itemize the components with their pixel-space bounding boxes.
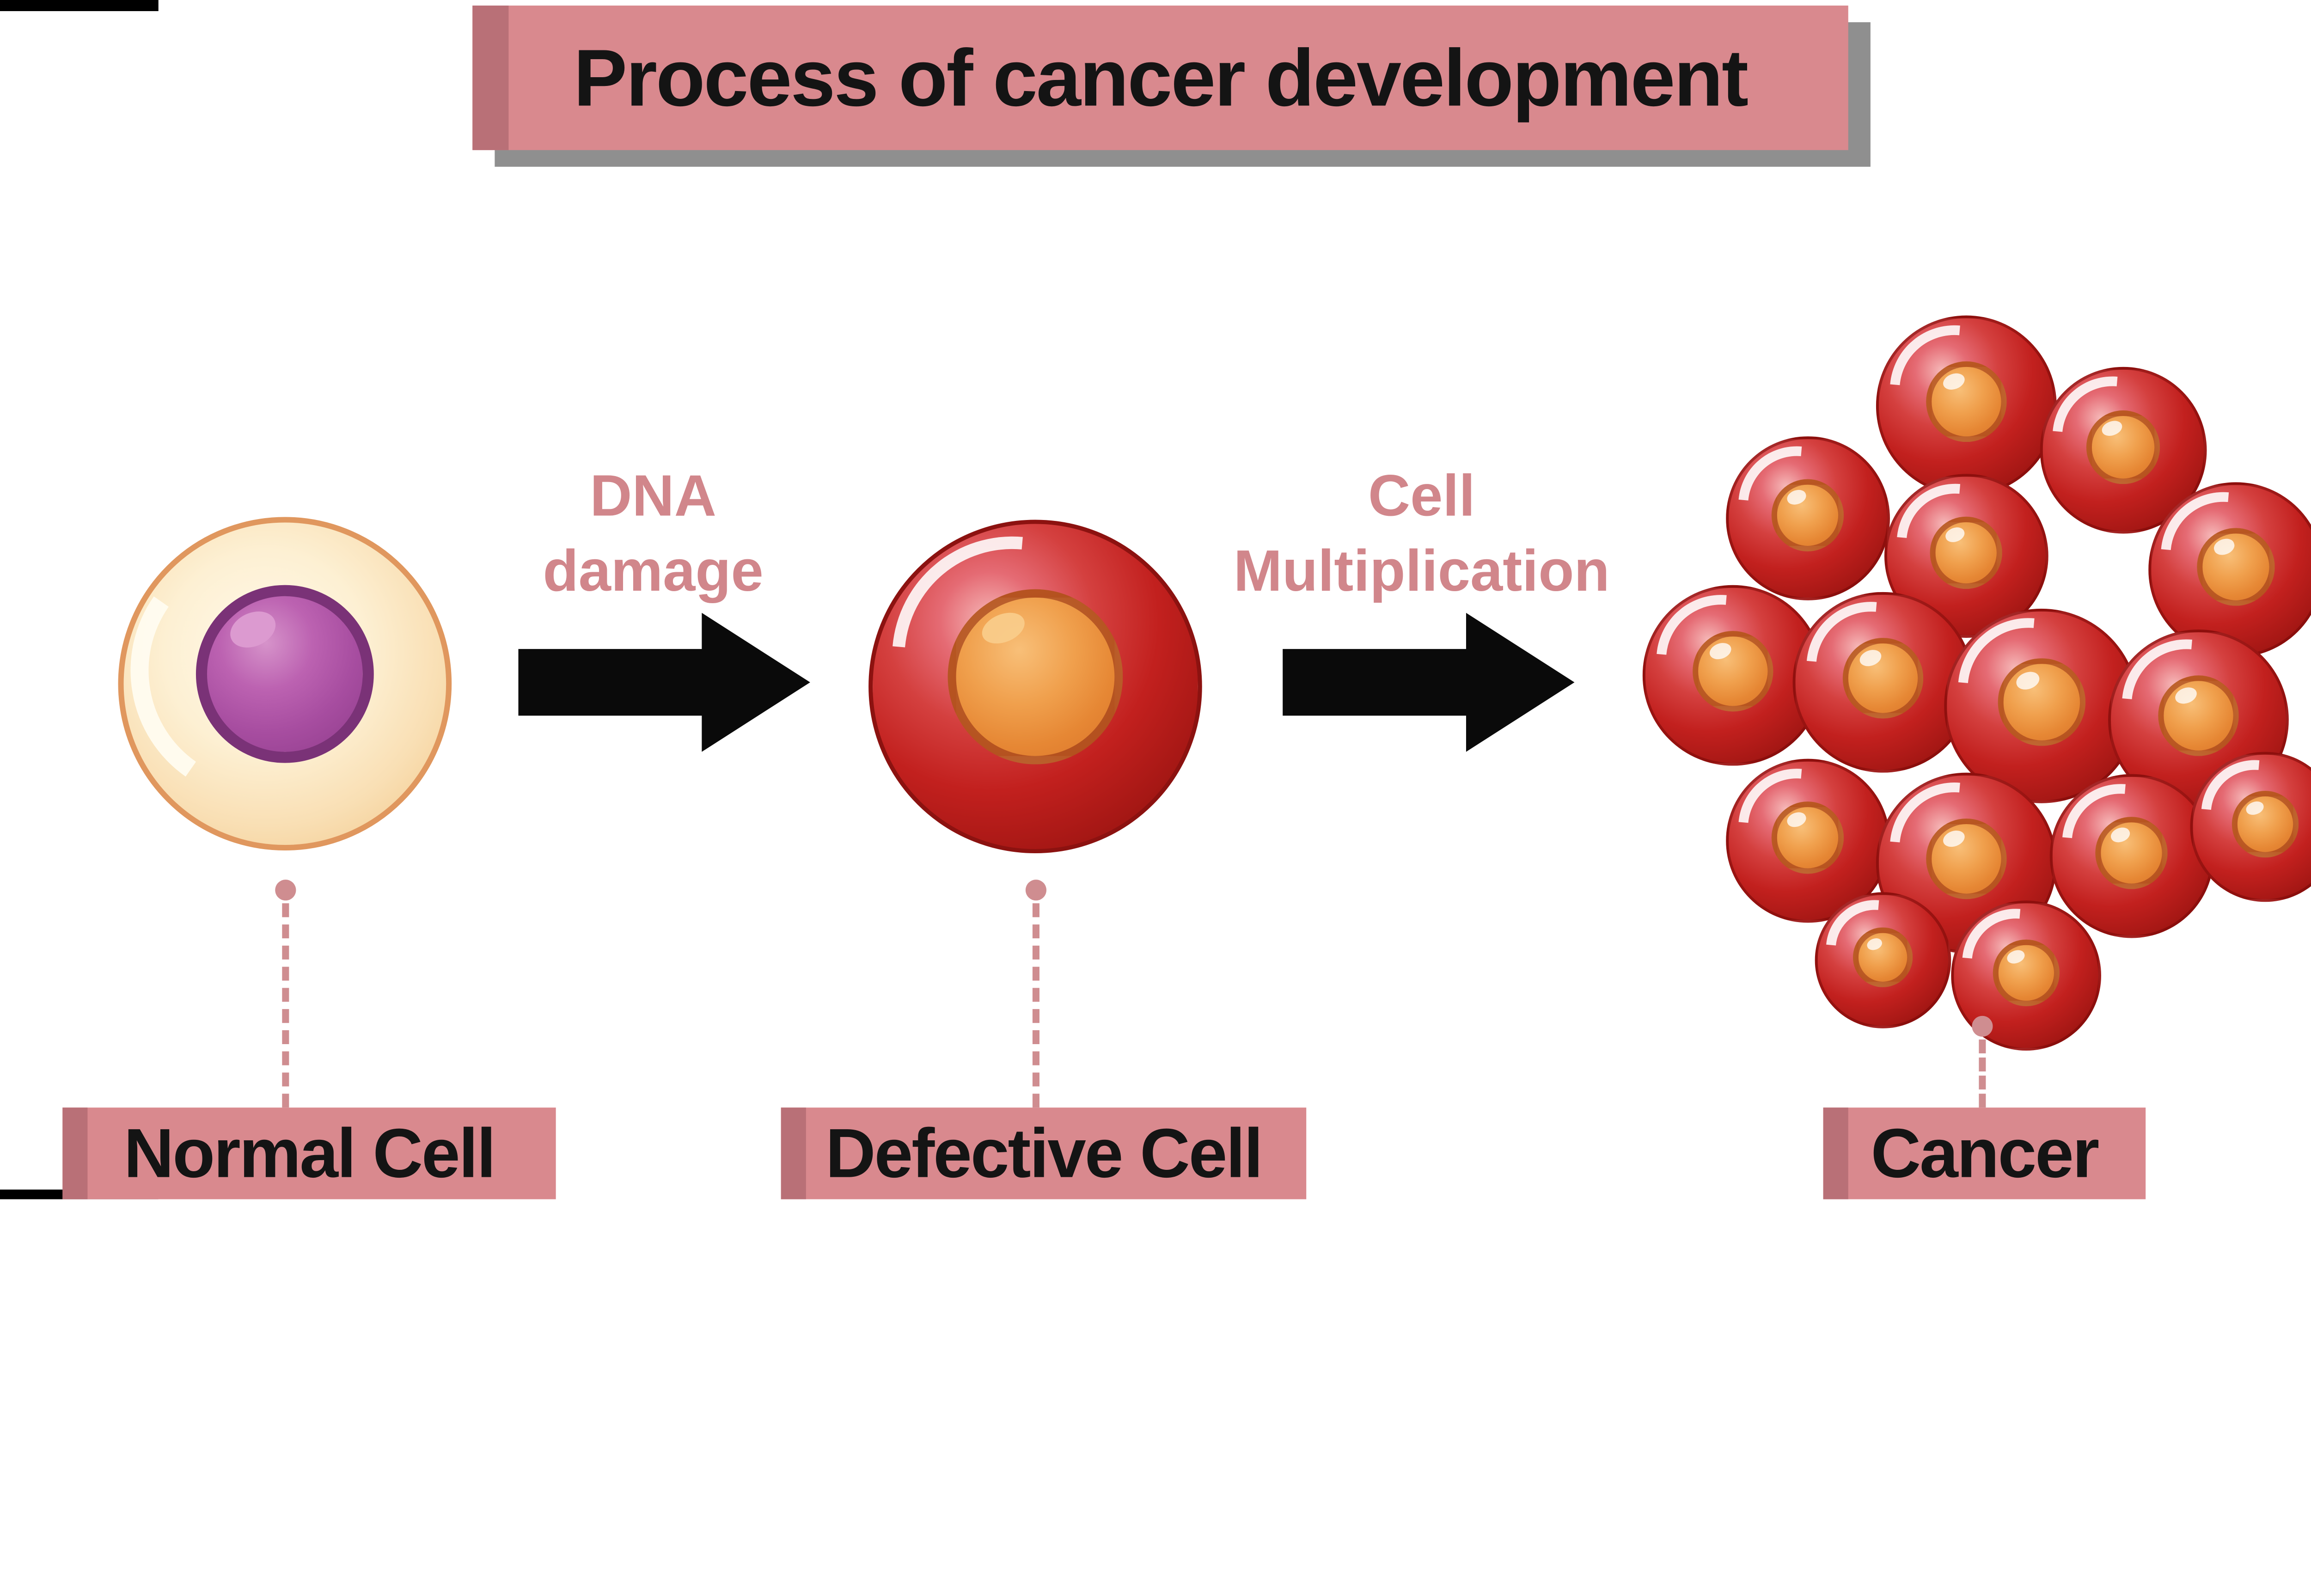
cell-nucleus — [1693, 631, 1773, 712]
banner-edge — [781, 1107, 806, 1199]
stage-label-defective-cell: Defective Cell — [825, 1114, 1263, 1192]
diagram-canvas: Process of cancer development Normal Cel… — [0, 0, 2311, 1199]
transition-line1: Cell — [1368, 463, 1475, 528]
connector-defective-cell — [1025, 880, 1046, 1108]
cancer-cell — [1779, 575, 1974, 773]
label-banner-normal-cell: Normal Cell — [62, 1107, 556, 1199]
cancer-cell — [1805, 880, 1951, 1028]
cell-nucleus — [1771, 801, 1845, 874]
defective-cell-illustration — [843, 488, 1202, 854]
arrow-right-icon — [1283, 612, 1575, 752]
cell-nucleus — [2086, 410, 2161, 484]
transition-line1: DNA — [590, 463, 716, 528]
label-banner-cancer: Cancer — [1823, 1107, 2146, 1199]
cell-nucleus — [2158, 676, 2239, 757]
cell-nucleus — [1993, 939, 2060, 1006]
cancer-cell — [1863, 299, 2057, 496]
diagram-title: Process of cancer development — [573, 32, 1749, 123]
banner-edge — [1823, 1107, 1848, 1199]
connector-normal-cell — [275, 880, 296, 1108]
label-banner-defective-cell: Defective Cell — [781, 1107, 1307, 1199]
cell-nucleus — [2095, 816, 2168, 890]
cell-nucleus — [2232, 790, 2299, 857]
cell-nucleus — [196, 585, 374, 763]
cell-nucleus — [1771, 478, 1845, 552]
banner-edge — [472, 6, 509, 150]
cell-nucleus — [1842, 638, 1924, 719]
normal-cell-illustration — [110, 517, 452, 851]
title-banner: Process of cancer development — [472, 6, 1848, 150]
arrow-right-icon — [518, 612, 810, 752]
transition-line2: Multiplication — [1233, 537, 1610, 603]
stage-label-normal-cell: Normal Cell — [123, 1114, 496, 1192]
cancer-cell — [2038, 759, 2214, 938]
cell-nucleus — [1930, 516, 2003, 589]
connector-cancer — [1972, 1015, 1993, 1108]
corner-mark — [0, 0, 159, 12]
transition-label-dna-damage: DNA damage — [486, 459, 820, 608]
cancer-cell — [1714, 421, 1890, 600]
stage-label-cancer: Cancer — [1871, 1114, 2100, 1192]
cell-nucleus — [1926, 819, 2007, 900]
cancer-cell — [2135, 466, 2311, 658]
cell-nucleus — [2197, 527, 2275, 605]
transition-label-cell-multiplication: Cell Multiplication — [1192, 459, 1651, 608]
cancer-cell-cluster — [1626, 299, 2311, 1077]
cell-nucleus — [1926, 362, 2007, 443]
cell-nucleus — [1998, 659, 2085, 746]
cell-nucleus — [1852, 927, 1913, 988]
banner-edge — [62, 1107, 88, 1199]
cancer-cell — [2179, 738, 2311, 902]
transition-line2: damage — [543, 537, 764, 603]
cell-nucleus — [948, 589, 1123, 764]
